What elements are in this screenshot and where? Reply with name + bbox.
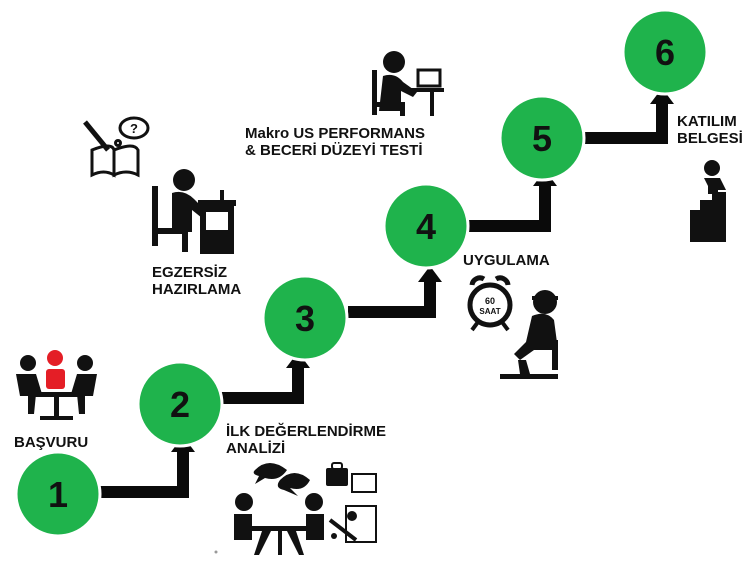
label-step-5-line-2: & BECERİ DÜZEYİ TESTİ xyxy=(245,142,423,160)
stray-dot xyxy=(214,550,218,554)
question-mark: ? xyxy=(130,121,138,136)
label-step-1-line-1: BAŞVURU xyxy=(14,434,89,451)
step-number-2: 2 xyxy=(170,384,190,425)
label-step-4-line-1: UYGULAMA xyxy=(463,252,550,269)
alarm-clock-icon: 60 SAAT xyxy=(467,275,513,332)
label-step-3-line-1: EGZERSİZ xyxy=(152,264,228,281)
education-tools-icon xyxy=(326,462,377,543)
arrow-4-to-5 xyxy=(468,186,551,232)
step-number-1: 1 xyxy=(48,474,68,515)
step-number-5: 5 xyxy=(532,118,552,159)
computer-user-icon xyxy=(372,51,444,116)
label-step-2-line-2: ANALİZİ xyxy=(226,440,286,458)
label-egzersiz: EGZERSİZ HAZIRLAMA xyxy=(152,264,241,299)
step-3: 3 xyxy=(261,274,349,362)
arrowhead-4 xyxy=(418,266,442,282)
step-circles: 1 2 3 4 5 6 xyxy=(14,8,709,538)
clock-line-2: SAAT xyxy=(479,307,500,316)
arrowhead-6 xyxy=(650,88,674,104)
label-step-5-line-1: Makro US PERFORMANS xyxy=(245,125,426,142)
writing-book-icon: ? xyxy=(83,116,150,178)
label-uygulama: UYGULAMA xyxy=(463,252,550,269)
label-step-6-line-1: KATILIM xyxy=(677,113,737,130)
step-number-3: 3 xyxy=(295,298,315,339)
seated-person-icon xyxy=(500,290,558,379)
arrow-1-to-2 xyxy=(98,452,189,498)
step-2: 2 xyxy=(136,360,224,448)
discussion-table-icon xyxy=(234,463,324,555)
label-basvuru: BAŞVURU xyxy=(14,434,88,451)
connector-arrows xyxy=(98,104,668,498)
label-step-3-line-2: HAZIRLAMA xyxy=(152,281,242,299)
clock-line-1: 60 xyxy=(485,296,495,306)
arrow-3-to-4 xyxy=(348,282,436,318)
step-number-4: 4 xyxy=(416,206,436,247)
arrow-2-to-3 xyxy=(218,368,304,404)
step-6: 6 xyxy=(621,8,709,96)
step-4: 4 xyxy=(382,182,470,270)
label-step-6-line-2: BELGESİ xyxy=(677,130,743,148)
meeting-people-icon xyxy=(16,350,97,420)
step-number-6: 6 xyxy=(655,32,675,73)
step-5: 5 xyxy=(498,94,586,182)
step-1: 1 xyxy=(14,450,102,538)
label-step-2-line-1: İLK DEĞERLENDİRME xyxy=(226,423,387,440)
arrow-5-to-6 xyxy=(585,104,668,144)
label-katilim-belgesi: KATILIM BELGESİ xyxy=(677,113,743,148)
student-desk-icon xyxy=(152,169,236,254)
label-performans-testi: Makro US PERFORMANS & BECERİ DÜZEYİ TEST… xyxy=(245,125,425,160)
podium-person-icon xyxy=(690,160,726,242)
label-ilk-degerlendirme: İLK DEĞERLENDİRME ANALİZİ xyxy=(226,423,386,458)
